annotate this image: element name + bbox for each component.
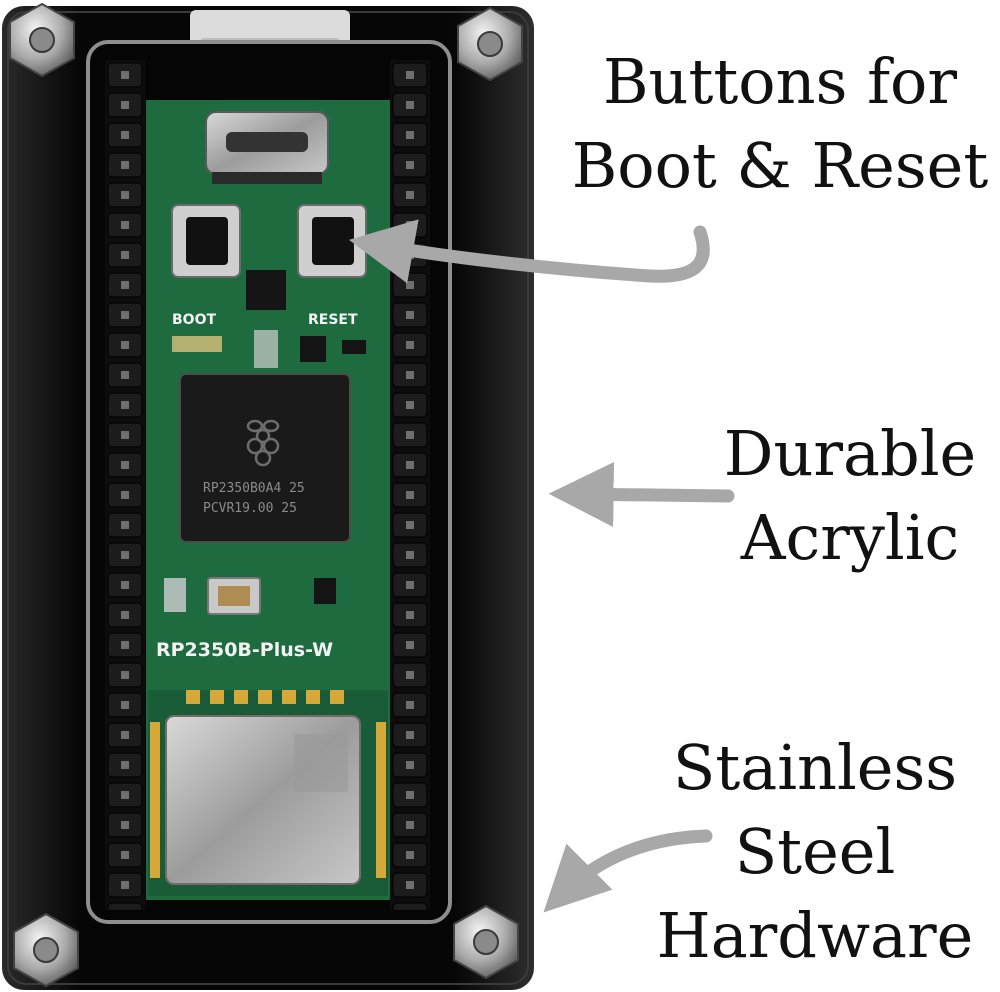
arrow-icon bbox=[348, 219, 710, 284]
hex-screw-icon bbox=[13, 912, 79, 988]
board-model-label: RP2350B-Plus-W bbox=[156, 639, 333, 661]
rp2350-chip: RP2350B0A4 25 PCVR19.00 25 bbox=[179, 373, 351, 543]
chip-marking-line2: PCVR19.00 25 bbox=[203, 501, 297, 516]
boot-button bbox=[171, 204, 241, 278]
raspberry-logo-icon bbox=[246, 419, 280, 467]
boot-label: BOOT bbox=[172, 312, 216, 328]
callout-hardware-line1: Stainless bbox=[672, 731, 958, 804]
arrow-icon bbox=[543, 829, 713, 913]
pcb-board: BOOT RESET RP2350B0A4 25 PCVR19.00 25 R bbox=[146, 100, 390, 900]
reset-button bbox=[297, 204, 367, 278]
callout-hardware-line3: Hardware bbox=[656, 899, 974, 972]
hex-screw-icon bbox=[9, 2, 75, 78]
callout-hardware: Stainless Steel Hardware bbox=[640, 726, 990, 978]
arrow-icon bbox=[548, 462, 735, 528]
callout-buttons-line2: Boot & Reset bbox=[571, 129, 989, 202]
hex-screw-icon bbox=[457, 6, 523, 82]
callout-acrylic-line2: Acrylic bbox=[740, 501, 960, 574]
chip-marking-line1: RP2350B0A4 25 bbox=[203, 481, 305, 496]
callout-buttons: Buttons for Boot & Reset bbox=[560, 40, 1000, 208]
header-pins bbox=[105, 60, 430, 910]
callout-acrylic-line1: Durable bbox=[723, 417, 977, 490]
hex-screw-icon bbox=[453, 904, 519, 980]
callout-hardware-line2: Steel bbox=[734, 815, 896, 888]
callout-acrylic: Durable Acrylic bbox=[700, 412, 1000, 580]
callout-buttons-line1: Buttons for bbox=[602, 45, 958, 118]
reset-label: RESET bbox=[308, 312, 358, 328]
